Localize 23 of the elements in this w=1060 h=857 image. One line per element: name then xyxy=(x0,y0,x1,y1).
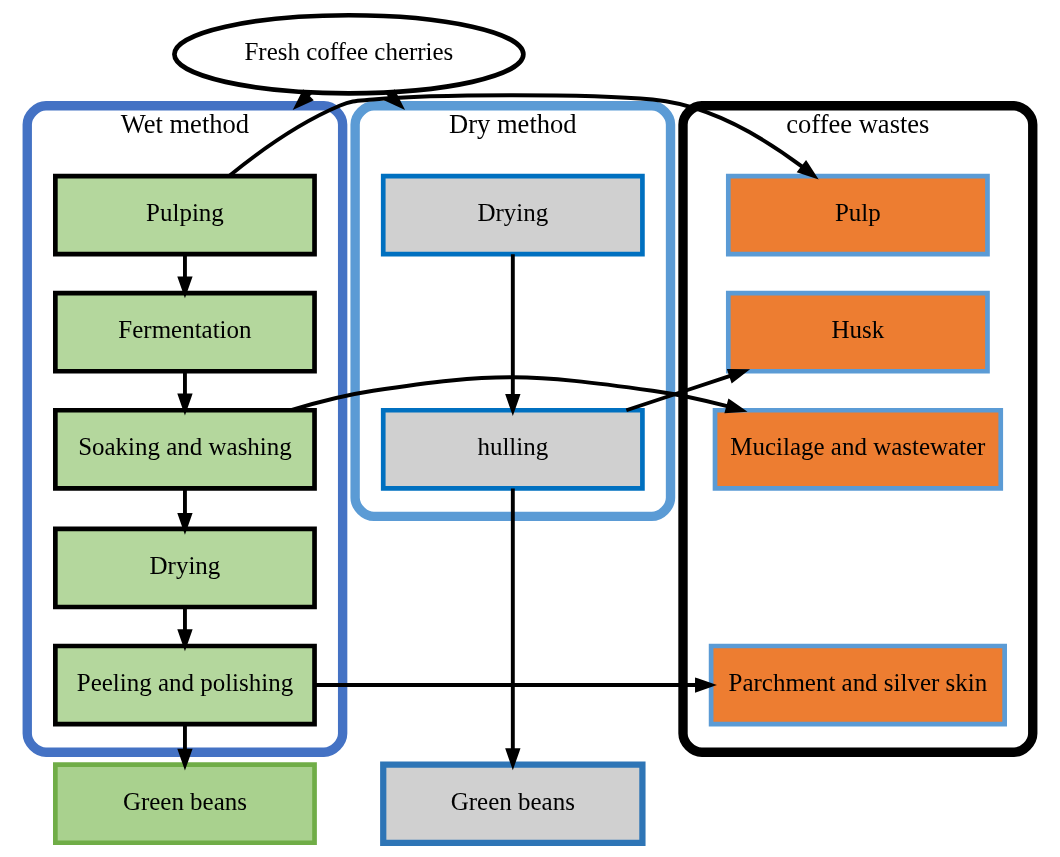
arrow xyxy=(505,253,521,416)
arrow xyxy=(290,374,748,413)
node-box: Drying xyxy=(380,173,645,256)
arrow xyxy=(625,368,751,412)
node-box: Green beans xyxy=(380,761,646,846)
node-box: Pulping xyxy=(53,173,317,256)
arrow xyxy=(177,254,193,298)
node-box: Green beans xyxy=(53,761,317,845)
node-box: Parchment and silver skin xyxy=(708,643,1007,726)
arrow xyxy=(177,488,193,535)
node-box: Soaking and washing xyxy=(53,407,317,491)
arrow xyxy=(177,723,193,771)
arrow xyxy=(505,487,521,770)
node-box: Peeling and polishing xyxy=(53,643,317,726)
node-box: Husk xyxy=(725,290,990,374)
node-box: Mucilage and wastewater xyxy=(712,407,1004,491)
node-box: Pulp xyxy=(725,173,990,256)
node-box: Drying xyxy=(53,526,317,609)
node-box: Fermentation xyxy=(53,290,317,374)
node-box: hulling xyxy=(380,407,645,491)
arrow xyxy=(177,371,193,415)
arrow xyxy=(315,676,717,693)
arrow xyxy=(177,607,193,651)
